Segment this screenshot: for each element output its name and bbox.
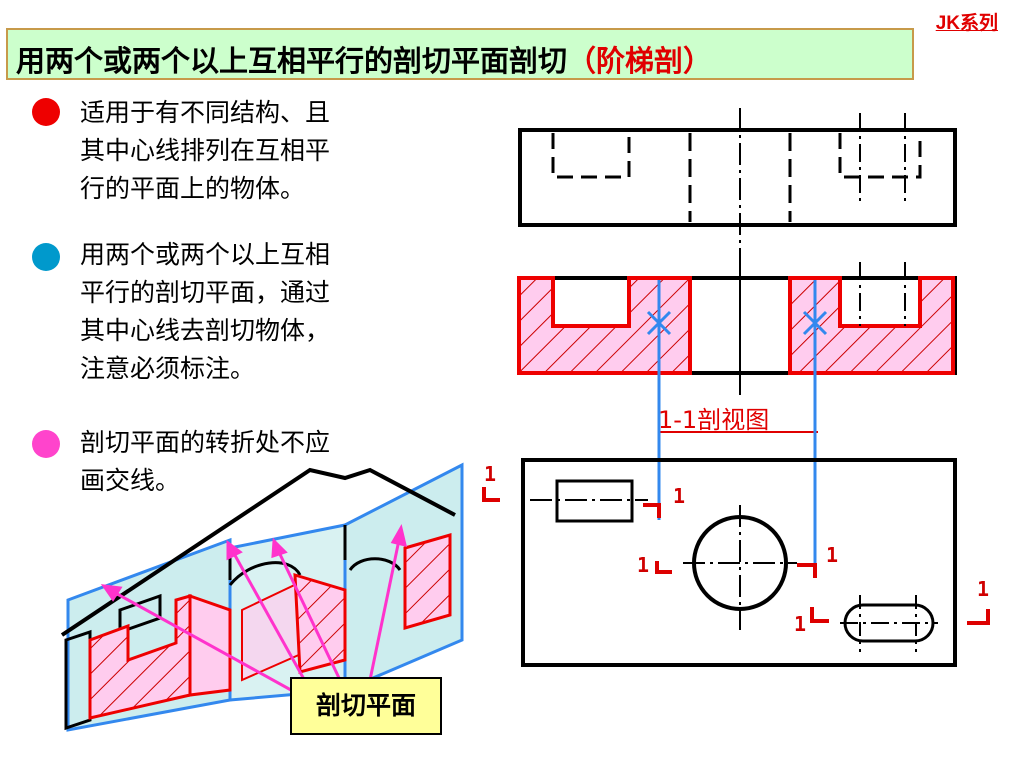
plan-view (521, 458, 957, 667)
cut-mark-4: 1 (826, 543, 839, 567)
plane-label: 剖切平面 (290, 677, 442, 735)
section-view (517, 262, 957, 395)
cut-mark-3: 1 (637, 553, 650, 577)
page-title: 用两个或两个以上互相平行的剖切平面剖切（阶梯剖） (16, 38, 712, 80)
title-banner: 用两个或两个以上互相平行的剖切平面剖切（阶梯剖） (6, 28, 914, 80)
pink-bullet-icon (32, 430, 60, 458)
title-highlight: （阶梯剖） (567, 44, 713, 78)
red-bullet-icon (32, 98, 60, 126)
title-main: 用两个或两个以上互相平行的剖切平面剖切 (16, 44, 568, 78)
cut-mark-6: 1 (977, 577, 990, 601)
bullet-text-2: 用两个或两个以上互相 平行的剖切平面，通过 其中心线去剖切物体， 注意必须标注。 (80, 240, 331, 383)
bullet-text-1: 适用于有不同结构、且 其中心线排列在互相平 行的平面上的物体。 (80, 98, 331, 203)
cut-mark-5: 1 (794, 612, 807, 636)
cutting-plane-marks (482, 487, 990, 625)
section-caption: 1-1剖视图 (658, 406, 770, 434)
brand-label: JK系列 (935, 13, 998, 34)
cut-mark-2: 1 (673, 484, 686, 508)
pictorial-view (60, 462, 464, 732)
blue-bullet-icon (32, 243, 60, 271)
cut-mark-1: 1 (484, 462, 497, 486)
arrow-pointers (100, 523, 408, 697)
bullet-text-3: 剖切平面的转折处不应 画交线。 (80, 428, 331, 495)
